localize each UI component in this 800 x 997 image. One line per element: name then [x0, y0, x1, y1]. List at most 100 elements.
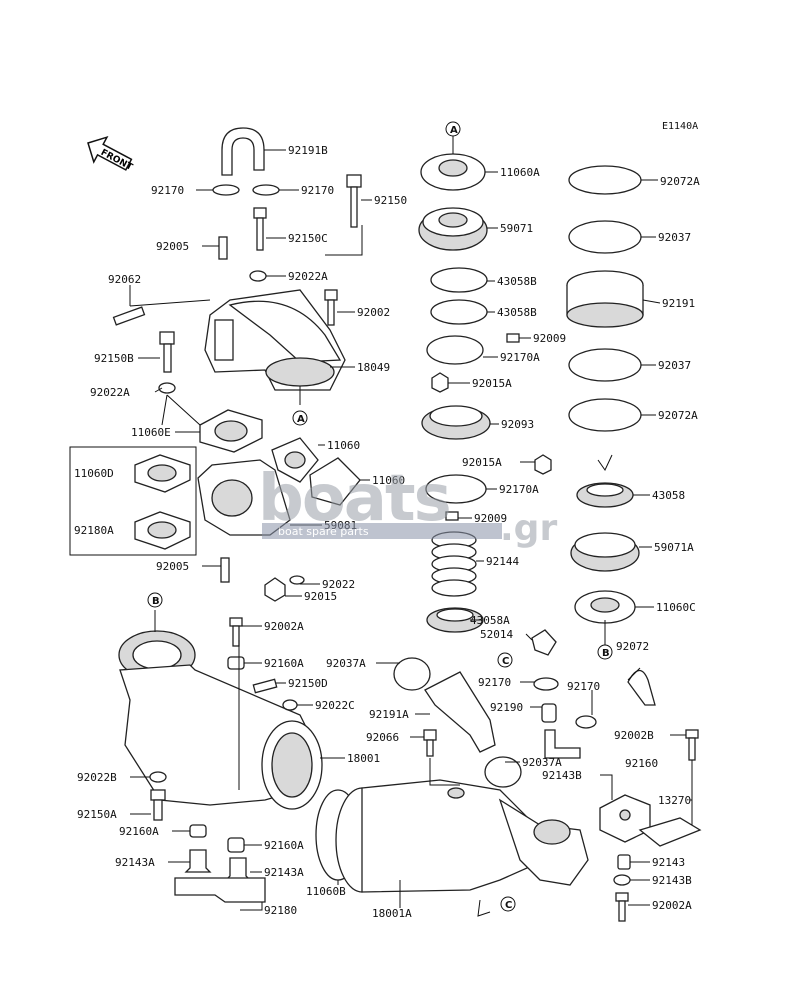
label-92066: 92066	[366, 731, 399, 744]
label-92143b-top: 92143B	[542, 769, 582, 782]
label-13270: 13270	[658, 794, 691, 807]
label-11060d: 11060D	[74, 467, 114, 480]
part-labels: 92191B 92170 92170 92150 92005 92150C 92…	[74, 144, 700, 920]
label-92150a: 92150A	[77, 808, 117, 821]
bolt-92002a-left	[229, 617, 243, 647]
watermark-tagline-bg	[262, 523, 502, 539]
clamp-92170-right-small	[575, 715, 597, 729]
washer-92022a-top	[249, 270, 267, 282]
plate-11060c	[574, 590, 636, 624]
svg-text:A: A	[297, 414, 305, 425]
label-43058b-top: 43058B	[497, 275, 537, 288]
label-92002a-right: 92002A	[652, 899, 692, 912]
clamp-92037-top	[568, 220, 642, 254]
stopper-92143	[617, 854, 631, 870]
label-18001: 18001	[347, 752, 380, 765]
clamp-92037a-right	[484, 756, 522, 788]
label-43058b-bottom: 43058B	[497, 306, 537, 319]
label-11060b: 11060B	[306, 885, 346, 898]
label-92022c: 92022C	[315, 699, 355, 712]
label-92170a-bottom: 92170A	[499, 483, 539, 496]
clamp-92170-mid	[533, 677, 559, 691]
label-92143: 92143	[652, 856, 685, 869]
clamp-92170-left	[212, 184, 240, 196]
front-arrow-icon: FRONT	[87, 135, 135, 173]
label-92170-l: 92170	[151, 184, 184, 197]
nut-92015a-top	[431, 372, 449, 393]
hose-92190	[541, 703, 557, 723]
label-92143a-left: 92143A	[115, 856, 155, 869]
washer-92022b	[149, 771, 167, 783]
label-92037a-right: 92037A	[522, 756, 562, 769]
label-11060-a: 11060	[327, 439, 360, 452]
bearing-59071	[418, 207, 488, 251]
callout-a-left: A	[292, 410, 308, 426]
washer-92022a-left	[158, 382, 176, 394]
bolt-92150	[346, 174, 362, 228]
label-92009-bottom: 92009	[474, 512, 507, 525]
watermark-tagline: boat spare parts	[278, 525, 369, 538]
hose-92170-right	[544, 729, 581, 759]
label-92160a-left: 92160A	[119, 825, 159, 838]
label-92170a-top: 92170A	[500, 351, 540, 364]
svg-text:A: A	[450, 125, 458, 136]
nut-92015a-right	[534, 454, 552, 475]
bolt-92002	[324, 289, 338, 326]
label-92143b-bottom: 92143B	[652, 874, 692, 887]
gasket-11060-hole	[284, 451, 306, 469]
fitting-92005-bottom	[220, 557, 230, 583]
callout-c-mid: C	[497, 652, 513, 668]
label-92072a-top: 92072A	[660, 175, 700, 188]
plate-92180	[174, 877, 266, 903]
spring-92144	[431, 531, 477, 597]
label-92170-r: 92170	[301, 184, 334, 197]
svg-text:C: C	[505, 900, 512, 911]
boot-92191	[566, 270, 644, 328]
gasket-11060d	[134, 454, 191, 493]
label-11060a: 11060A	[500, 166, 540, 179]
label-92022a-left: 92022A	[90, 386, 130, 399]
hose-92191a	[424, 671, 496, 753]
band-92072a-bottom	[568, 398, 642, 432]
label-92072: 92072	[616, 640, 649, 653]
pin-92062	[112, 306, 146, 326]
label-92002: 92002	[357, 306, 390, 319]
callout-c-bottom: C	[500, 896, 516, 912]
washer-92022	[289, 575, 305, 585]
label-11060c: 11060C	[656, 601, 696, 614]
label-92190: 92190	[490, 701, 523, 714]
plate-13270	[638, 817, 702, 847]
bolt-92066	[423, 729, 437, 757]
plate-11060a	[420, 153, 486, 191]
stopper-92143a-left	[184, 849, 212, 873]
seal-92093	[421, 405, 491, 440]
label-92144: 92144	[486, 555, 519, 568]
label-92160a-top: 92160A	[264, 657, 304, 670]
inset-box	[69, 446, 197, 556]
gasket-11060e	[199, 409, 263, 453]
label-43058a: 43058A	[470, 614, 510, 627]
watermark-logo: boats .gr boat spare parts	[258, 462, 557, 549]
label-92005-bottom: 92005	[156, 560, 189, 573]
bolt-92150a	[150, 789, 166, 821]
label-92170-right: 92170	[567, 680, 600, 693]
watermark-domain: .gr	[500, 508, 557, 549]
label-92191: 92191	[662, 297, 695, 310]
fitting-92005-top	[218, 236, 228, 260]
bolt-92150c	[253, 207, 267, 251]
hose-92191b	[221, 127, 265, 176]
label-92093: 92093	[501, 418, 534, 431]
label-92037-top: 92037	[658, 231, 691, 244]
svg-text:B: B	[152, 596, 160, 607]
pump-housing-18001	[118, 630, 323, 810]
ring-43058b-bottom	[430, 299, 488, 325]
nut-92015	[264, 577, 286, 602]
band-92072a-top	[568, 165, 642, 195]
bracket-92160	[599, 794, 651, 843]
label-92009-top: 92009	[533, 332, 566, 345]
label-92150: 92150	[374, 194, 407, 207]
callout-a-top: A	[445, 121, 461, 137]
spacer-92160a-top	[227, 656, 245, 670]
label-92072a-bottom: 92072A	[658, 409, 698, 422]
